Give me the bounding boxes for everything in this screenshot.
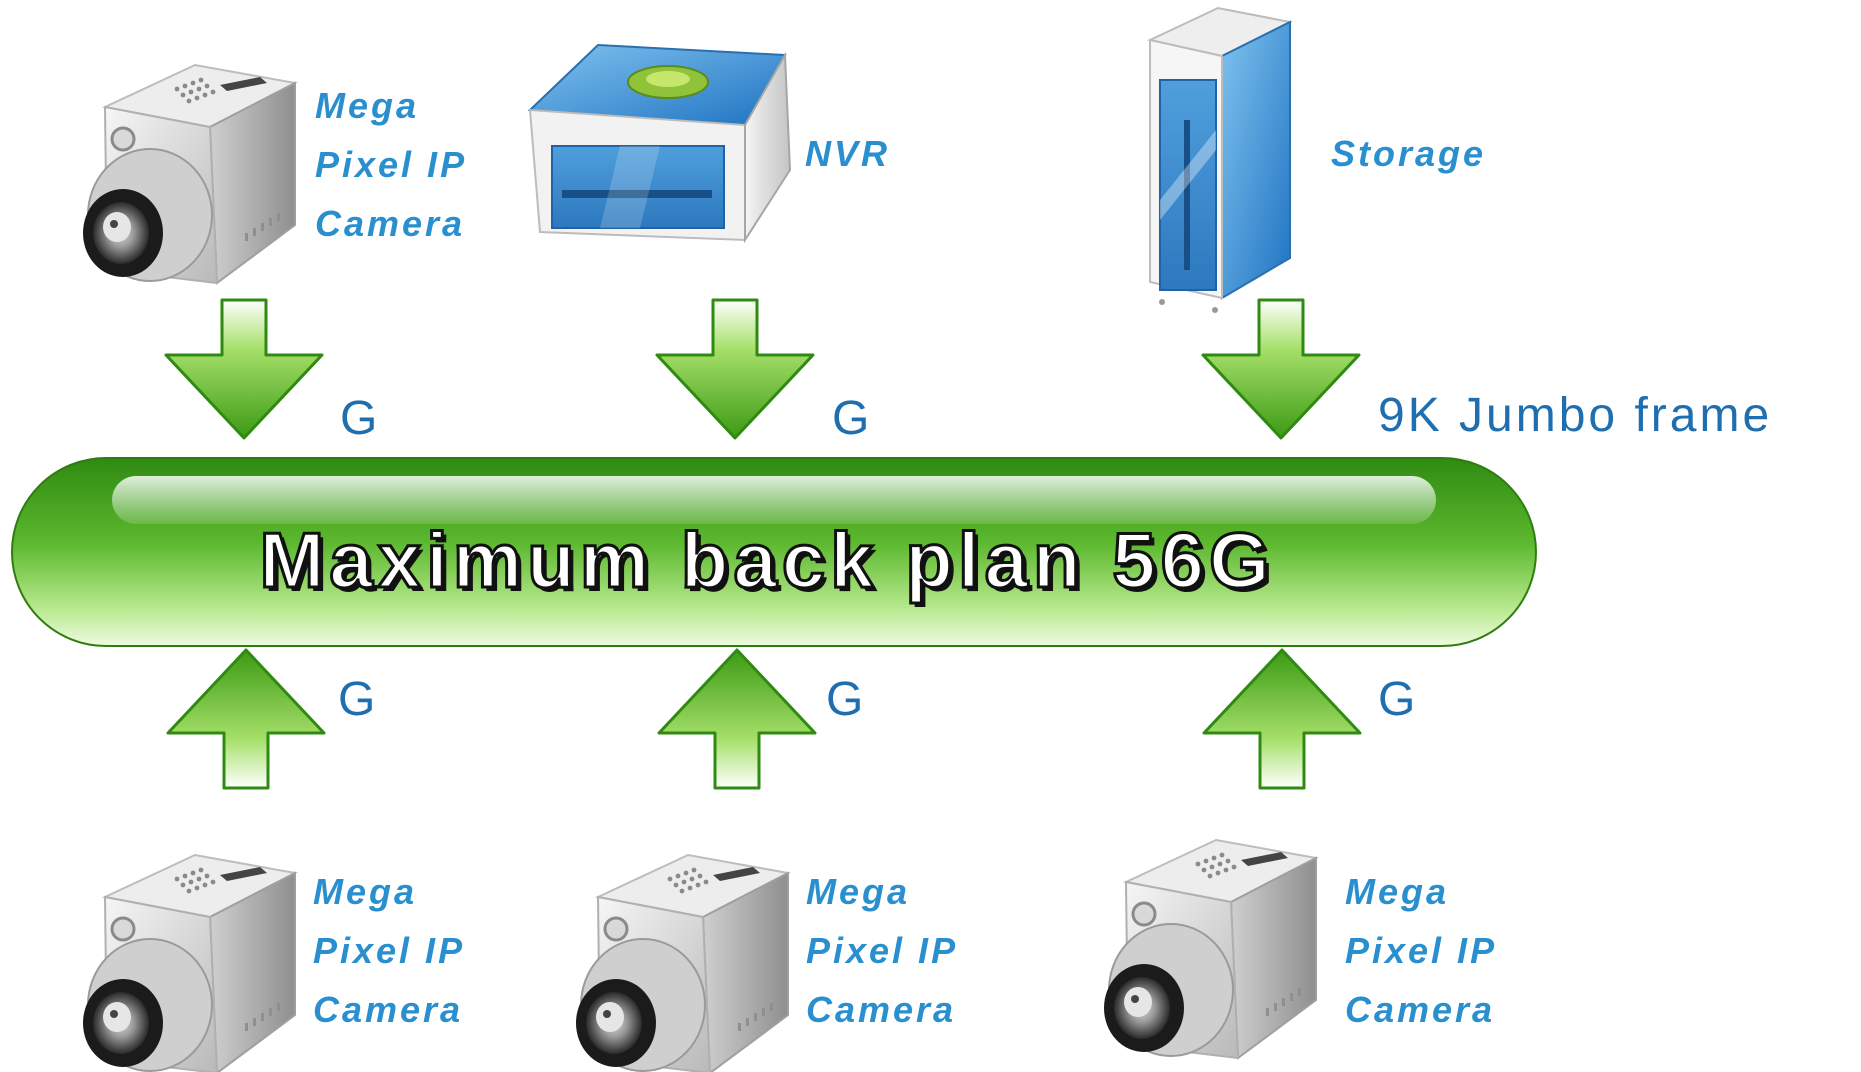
camera-label-bottom-3: Mega Pixel IP Camera xyxy=(1345,871,1498,1030)
jumbo-frame-label: 9K Jumbo frame xyxy=(1378,389,1773,442)
link-speed-label: G xyxy=(340,392,378,445)
camera-label-bottom-2: Mega Pixel IP Camera xyxy=(806,871,959,1030)
backplane-bus xyxy=(11,457,1537,647)
arrow-down-icon xyxy=(164,298,324,440)
nvr-icon xyxy=(527,43,792,244)
arrow-up-icon xyxy=(1202,648,1362,790)
arrow-down-icon xyxy=(655,298,815,440)
ip-camera-icon xyxy=(81,853,297,1072)
link-speed-label: G xyxy=(832,392,870,445)
ip-camera-icon xyxy=(574,853,790,1072)
nvr-label: NVR xyxy=(805,133,891,174)
link-speed-label: G xyxy=(1378,673,1416,726)
camera-label-bottom-1: Mega Pixel IP Camera xyxy=(313,871,466,1030)
ip-camera-icon xyxy=(81,63,297,285)
storage-label: Storage xyxy=(1331,133,1487,174)
camera-label-top: Mega Pixel IP Camera xyxy=(315,85,468,244)
backplane-label: Maximum back plan 56G xyxy=(258,516,1275,604)
arrow-up-icon xyxy=(657,648,817,790)
link-speed-label: G xyxy=(826,673,864,726)
arrow-down-icon xyxy=(1201,298,1361,440)
link-speed-label: G xyxy=(338,673,376,726)
storage-server-icon xyxy=(1146,6,1294,313)
arrow-up-icon xyxy=(166,648,326,790)
ip-camera-icon xyxy=(1102,838,1318,1060)
